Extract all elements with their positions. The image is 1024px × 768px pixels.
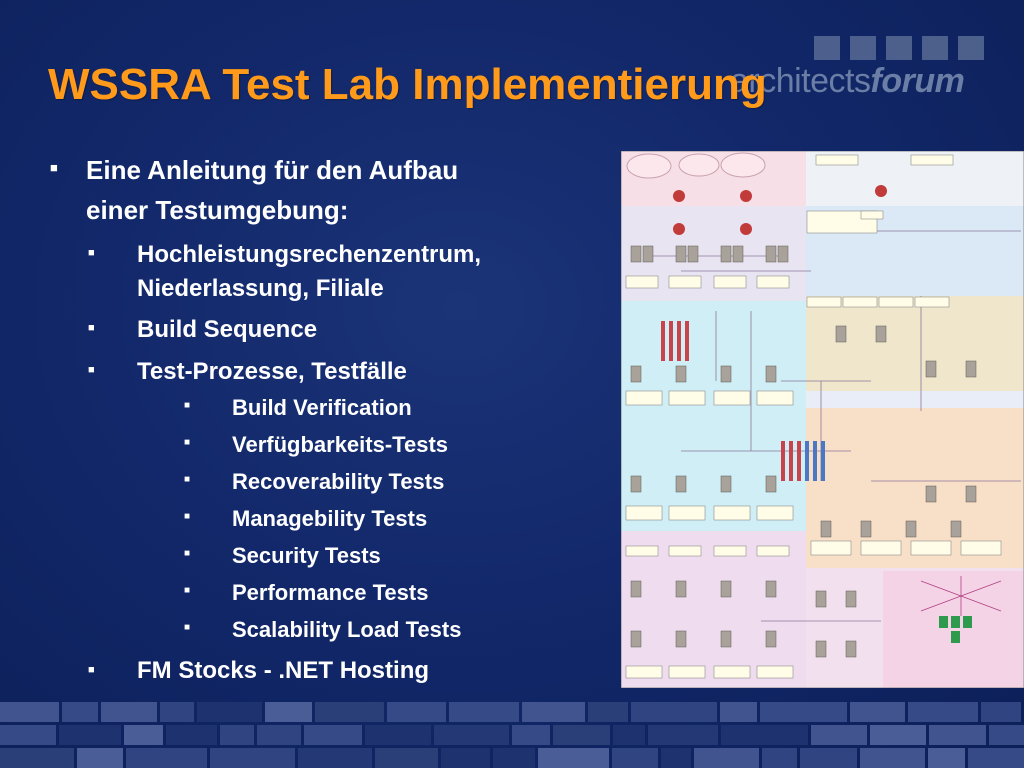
footer-tile	[315, 702, 384, 722]
footer-tile	[968, 748, 1024, 768]
bullet-text-l3: Performance Tests	[232, 580, 429, 605]
bullet-text-l3: Verfügbarkeits-Tests	[232, 432, 449, 457]
bullet-marker: ■	[88, 664, 95, 676]
bullet-marker: ■	[88, 364, 95, 376]
footer-tile	[77, 748, 123, 768]
footer-tile	[588, 702, 628, 722]
footer-tile	[449, 702, 519, 722]
logo-text: architectsforum	[730, 62, 965, 101]
network-diagram-image	[621, 151, 1024, 688]
bullet-text-l3: Build Verification	[232, 395, 412, 420]
footer-tile	[0, 725, 56, 745]
footer-tile	[721, 725, 808, 745]
footer-tile	[434, 725, 509, 745]
bullet-text-l3: Security Tests	[232, 543, 381, 568]
bullet-marker: ■	[50, 160, 58, 175]
footer-tile-strip	[0, 700, 1024, 768]
bullet-text-l2: Test-Prozesse, Testfälle	[137, 358, 407, 385]
footer-tile	[0, 748, 74, 768]
footer-tile	[800, 748, 857, 768]
footer-tile	[720, 702, 757, 722]
footer-tile	[762, 748, 797, 768]
bullet-marker: ■	[184, 511, 191, 522]
footer-tile	[612, 748, 658, 768]
footer-tile	[928, 748, 965, 768]
footer-tile	[59, 725, 121, 745]
bullet-marker: ■	[184, 622, 191, 633]
footer-tile	[124, 725, 163, 745]
bullet-text-l2: Hochleistungsrechenzentrum,	[137, 241, 482, 268]
footer-tile	[694, 748, 759, 768]
footer-tile	[760, 702, 847, 722]
footer-tile	[197, 702, 262, 722]
logo-text-regular: architects	[730, 62, 871, 100]
footer-tile	[304, 725, 362, 745]
bullet-text-l3: Managebility Tests	[232, 506, 428, 531]
footer-tile	[613, 725, 645, 745]
footer-tile	[365, 725, 431, 745]
footer-tile	[553, 725, 610, 745]
footer-tile	[870, 725, 926, 745]
logo-text-bold: forum	[870, 62, 965, 100]
footer-tile	[512, 725, 550, 745]
bullet-text-l2: FM Stocks - .NET Hosting	[137, 657, 430, 684]
bullet-marker: ■	[184, 400, 191, 411]
footer-tile	[265, 702, 312, 722]
bullet-marker: ■	[184, 548, 191, 559]
footer-tile	[441, 748, 490, 768]
footer-tile	[298, 748, 372, 768]
footer-tile	[166, 725, 217, 745]
footer-tile	[101, 702, 157, 722]
footer-tile	[811, 725, 867, 745]
footer-tile	[257, 725, 301, 745]
bullet-text-l2-cont: Niederlassung, Filiale	[137, 275, 384, 302]
bullet-text-l1: Eine Anleitung für den Aufbau	[86, 155, 459, 185]
footer-tile	[538, 748, 609, 768]
bullet-marker: ■	[184, 437, 191, 448]
network-diagram-drawing	[621, 151, 1024, 688]
footer-tile	[387, 702, 446, 722]
bullet-marker: ■	[88, 322, 95, 334]
footer-tile	[375, 748, 438, 768]
bullet-text-l3: Recoverability Tests	[232, 469, 445, 494]
footer-tile	[631, 702, 717, 722]
footer-tile	[989, 725, 1024, 745]
logo-squares	[814, 36, 984, 60]
footer-tile	[126, 748, 207, 768]
footer-tile	[908, 702, 978, 722]
footer-tile	[0, 702, 59, 722]
footer-tile	[981, 702, 1021, 722]
footer-tile	[210, 748, 295, 768]
footer-tile	[648, 725, 718, 745]
bullet-marker: ■	[88, 247, 95, 259]
footer-tile	[661, 748, 691, 768]
bullet-text-l3: Scalability Load Tests	[232, 617, 462, 642]
bullet-marker: ■	[184, 474, 191, 485]
footer-tile	[929, 725, 986, 745]
slide-title: WSSRA Test Lab Implementierung	[48, 60, 767, 109]
footer-tile	[62, 702, 98, 722]
architects-forum-logo: architectsforum	[730, 32, 1010, 112]
footer-tile	[850, 702, 905, 722]
bullet-text-l1-cont: einer Testumgebung:	[86, 195, 349, 225]
footer-tile	[860, 748, 925, 768]
footer-tile	[160, 702, 194, 722]
bullet-text-l2: Build Sequence	[137, 316, 318, 343]
bullet-marker: ■	[184, 585, 191, 596]
footer-tile	[493, 748, 535, 768]
footer-tile	[220, 725, 254, 745]
footer-tile	[522, 702, 585, 722]
